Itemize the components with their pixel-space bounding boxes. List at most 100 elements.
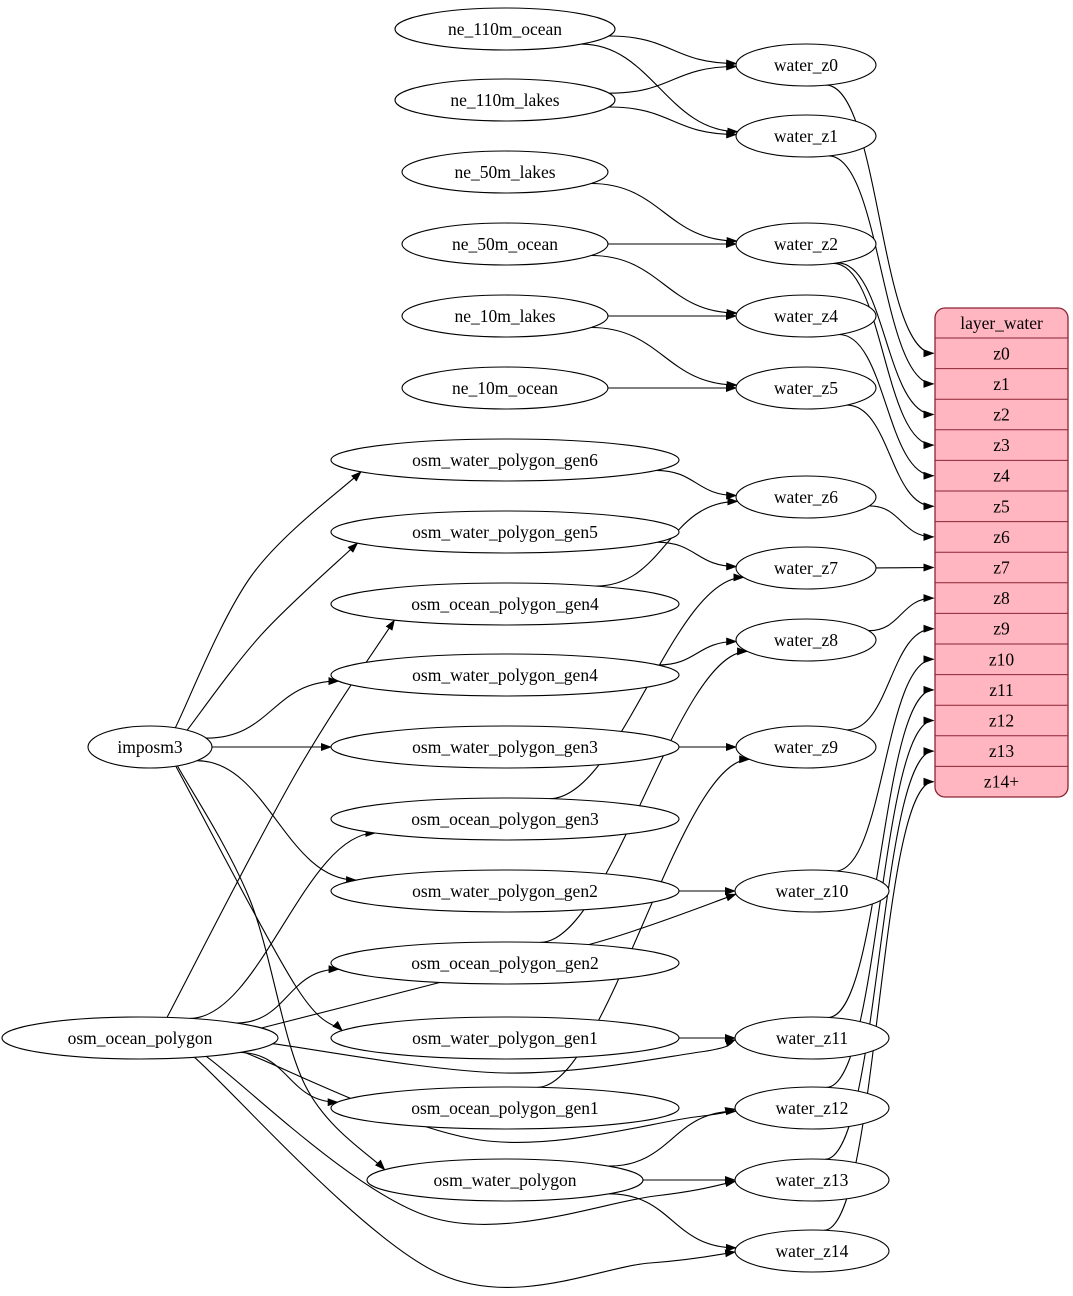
edge-water_z2-to-row-z3 — [833, 262, 935, 450]
node-water_z10: water_z10 — [734, 869, 890, 913]
nodes: ne_110m_ocean ne_110m_lakes ne_50m_lakesne… — [1, 7, 890, 1273]
node-osm_water_polygon: osm_water_polygon — [366, 1158, 644, 1202]
node-shape-osm_ocean_polygon — [1, 1016, 279, 1060]
layer-water-table: layer_waterz0z1z2z3z4z5z6z7z8z9z10z11z12… — [934, 307, 1069, 798]
node-ne_50m_lakes: ne_50m_lakes — [401, 150, 609, 194]
node-water_z7: water_z7 — [735, 546, 877, 590]
node-label-water_z14: water_z14 — [776, 1241, 849, 1261]
node-label-water_z2: water_z2 — [774, 234, 838, 254]
node-label-water_z8: water_z8 — [774, 630, 838, 650]
edge-ne_110m_lakes-to-water_z1 — [608, 106, 738, 139]
table-row-z11: z11 — [989, 680, 1014, 700]
edge-water_z8-to-row-z8 — [868, 594, 935, 632]
node-label-osm_water_polygon_gen1: osm_water_polygon_gen1 — [412, 1028, 598, 1048]
table-row-z13: z13 — [989, 741, 1015, 761]
edge-imposm3-to-osm_water_polygon_gen6 — [174, 471, 362, 729]
edge-osm_ocean_polygon_gen4-to-water_z6 — [595, 497, 739, 587]
node-shape-osm_ocean_polygon_gen4 — [330, 582, 680, 626]
edge-osm_ocean_polygon_gen2-to-water_z8 — [540, 647, 749, 943]
node-label-water_z6: water_z6 — [774, 487, 838, 507]
node-shape-water_z5 — [735, 366, 877, 410]
node-shape-water_z9 — [735, 725, 877, 769]
node-label-osm_water_polygon_gen4: osm_water_polygon_gen4 — [412, 665, 598, 685]
node-water_z11: water_z11 — [734, 1016, 890, 1060]
table-row-z6: z6 — [993, 527, 1010, 547]
node-label-water_z7: water_z7 — [774, 558, 838, 578]
node-imposm3: imposm3 — [87, 725, 213, 769]
node-label-water_z13: water_z13 — [776, 1170, 849, 1190]
node-shape-ne_110m_lakes — [394, 78, 616, 122]
node-shape-water_z6 — [735, 475, 877, 519]
edge-water_z13-to-row-z13 — [824, 747, 935, 1160]
node-shape-water_z7 — [735, 546, 877, 590]
edge-imposm3-to-osm_water_polygon_gen4 — [206, 677, 340, 739]
node-water_z12: water_z12 — [734, 1086, 890, 1130]
node-shape-water_z4 — [735, 294, 877, 338]
node-osm_ocean_polygon_gen4: osm_ocean_polygon_gen4 — [330, 582, 680, 626]
edge-osm_water_polygon_gen4-to-water_z8 — [657, 637, 738, 666]
edge-osm_water_polygon_gen5-to-water_z7 — [656, 541, 738, 571]
node-water_z8: water_z8 — [735, 618, 877, 662]
node-shape-osm_water_polygon_gen5 — [330, 510, 680, 554]
node-label-ne_50m_lakes: ne_50m_lakes — [454, 162, 555, 182]
table-row-z14+: z14+ — [984, 772, 1019, 792]
node-shape-ne_50m_lakes — [401, 150, 609, 194]
node-label-ne_10m_ocean: ne_10m_ocean — [452, 378, 558, 398]
node-label-ne_10m_lakes: ne_10m_lakes — [454, 306, 555, 326]
node-label-osm_water_polygon_gen5: osm_water_polygon_gen5 — [412, 522, 598, 542]
node-ne_110m_ocean: ne_110m_ocean — [394, 7, 616, 51]
node-water_z1: water_z1 — [735, 114, 877, 158]
table-row-z10: z10 — [989, 649, 1015, 669]
edge-osm_ocean_polygon-to-osm_ocean_polygon_gen4 — [166, 619, 395, 1018]
edge-osm_water_polygon_gen6-to-water_z6 — [655, 469, 738, 500]
edge-ne_110m_lakes-to-water_z0 — [609, 62, 738, 94]
node-osm_water_polygon_gen6: osm_water_polygon_gen6 — [330, 438, 680, 482]
node-osm_water_polygon_gen2: osm_water_polygon_gen2 — [330, 869, 680, 913]
edge-water_z14-to-row-z14+ — [823, 777, 935, 1231]
edge-osm_ocean_polygon-to-osm_ocean_polygon_gen3 — [189, 829, 377, 1019]
node-shape-osm_water_polygon_gen4 — [330, 653, 680, 697]
node-shape-osm_ocean_polygon_gen2 — [330, 941, 680, 985]
edge-osm_ocean_polygon-to-water_z13 — [205, 1055, 737, 1225]
edge-osm_water_polygon-to-water_z12 — [608, 1107, 737, 1167]
node-ne_10m_lakes: ne_10m_lakes — [401, 294, 609, 338]
node-shape-water_z2 — [735, 222, 877, 266]
edge-water_z0-to-row-z0 — [825, 84, 935, 358]
edge-ne_10m_lakes-to-water_z5 — [591, 326, 738, 389]
table-row-z3: z3 — [993, 435, 1010, 455]
node-label-water_z12: water_z12 — [776, 1098, 849, 1118]
node-label-water_z0: water_z0 — [774, 55, 838, 75]
edge-water_z11-to-row-z11 — [827, 685, 935, 1019]
node-osm_water_polygon_gen1: osm_water_polygon_gen1 — [330, 1016, 680, 1060]
node-osm_water_polygon_gen5: osm_water_polygon_gen5 — [330, 510, 680, 554]
node-label-osm_ocean_polygon_gen2: osm_ocean_polygon_gen2 — [411, 953, 599, 973]
node-label-osm_water_polygon_gen2: osm_water_polygon_gen2 — [412, 881, 598, 901]
table-row-z12: z12 — [989, 711, 1014, 731]
edge-water_z1-to-row-z1 — [828, 155, 935, 388]
node-water_z13: water_z13 — [734, 1158, 890, 1202]
edge-imposm3-to-osm_water_polygon — [176, 765, 386, 1171]
node-shape-water_z0 — [735, 43, 877, 87]
node-label-imposm3: imposm3 — [117, 737, 182, 757]
node-shape-ne_50m_ocean — [401, 222, 609, 266]
node-shape-osm_water_polygon_gen2 — [330, 869, 680, 913]
edge-water_z6-to-row-z6 — [869, 505, 935, 541]
node-label-water_z11: water_z11 — [776, 1028, 848, 1048]
node-water_z9: water_z9 — [735, 725, 877, 769]
edges — [166, 35, 935, 1288]
node-shape-water_z10 — [734, 869, 890, 913]
node-shape-osm_water_polygon_gen1 — [330, 1016, 680, 1060]
node-ne_110m_lakes: ne_110m_lakes — [394, 78, 616, 122]
node-label-osm_water_polygon: osm_water_polygon — [434, 1170, 577, 1190]
edge-imposm3-to-osm_water_polygon_gen1 — [175, 765, 343, 1032]
node-shape-ne_10m_lakes — [401, 294, 609, 338]
node-label-water_z1: water_z1 — [774, 126, 838, 146]
node-osm_ocean_polygon_gen3: osm_ocean_polygon_gen3 — [330, 797, 680, 841]
edge-osm_ocean_polygon_gen3-to-water_z7 — [549, 573, 745, 800]
node-shape-water_z1 — [735, 114, 877, 158]
node-label-ne_110m_ocean: ne_110m_ocean — [448, 19, 562, 39]
node-shape-imposm3 — [87, 725, 213, 769]
node-water_z6: water_z6 — [735, 475, 877, 519]
node-label-osm_water_polygon_gen6: osm_water_polygon_gen6 — [412, 450, 598, 470]
